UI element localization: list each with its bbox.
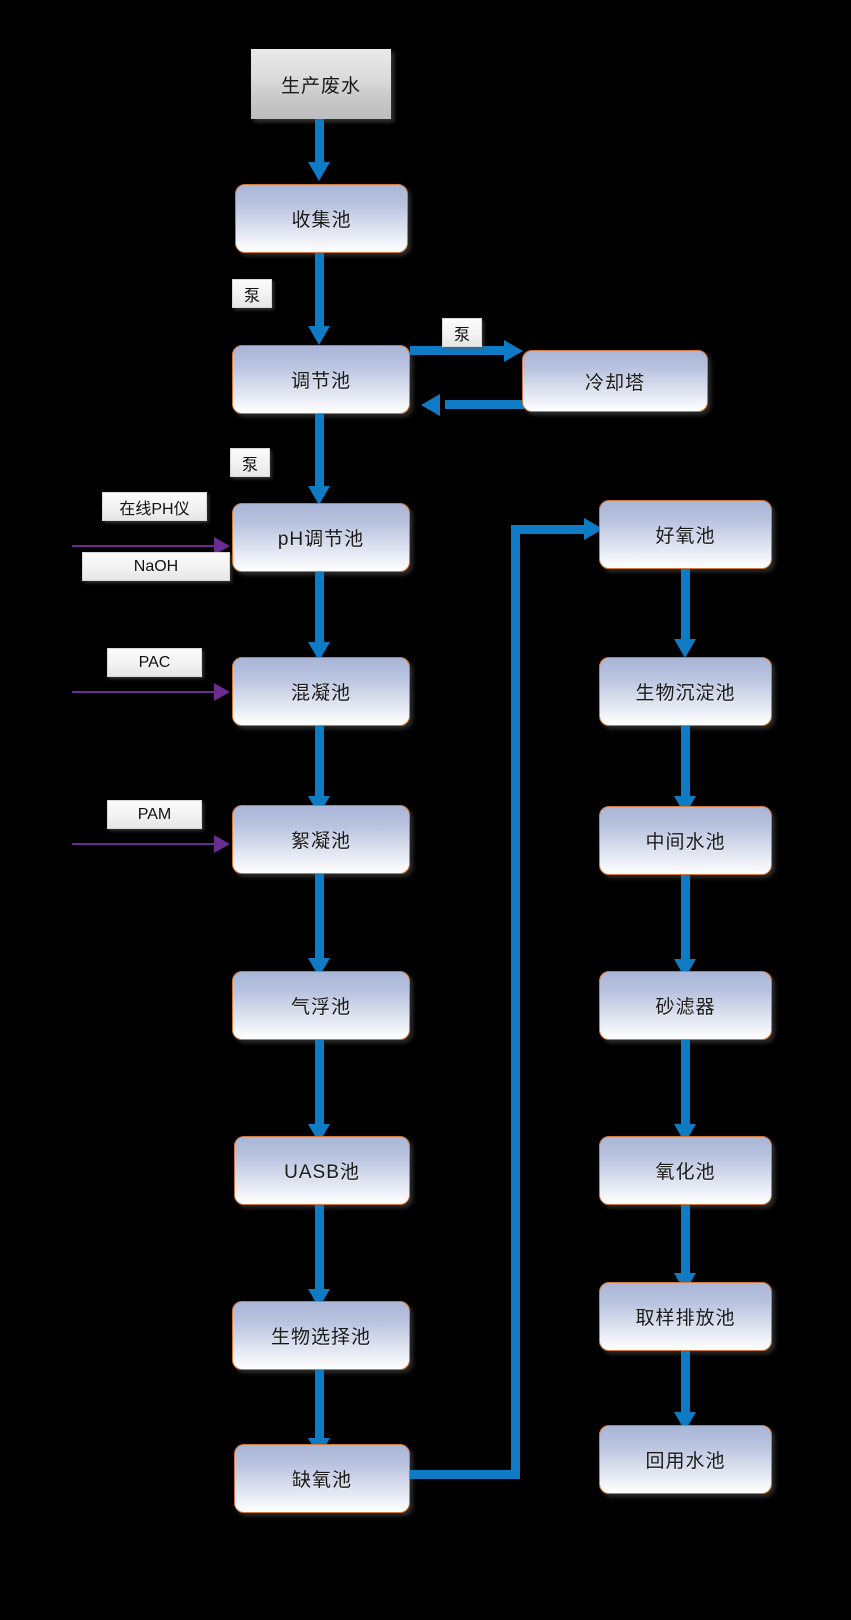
tag-naoh-dosing: NaOH bbox=[82, 552, 230, 581]
connector-anoxic-to-aerobic-horizontal bbox=[410, 1470, 520, 1479]
node-oxidation-tank[interactable]: 氧化池 bbox=[599, 1136, 772, 1205]
connector-bio-sedimentation-to-intermediate bbox=[681, 726, 690, 798]
arrowhead-equalization-to-ph bbox=[308, 486, 330, 505]
tag-pac-dosing: PAC bbox=[107, 648, 202, 677]
tag-online-ph-meter: 在线PH仪 bbox=[102, 492, 207, 521]
tag-pam-dosing: PAM bbox=[107, 800, 202, 829]
node-anoxic-tank[interactable]: 缺氧池 bbox=[234, 1444, 410, 1513]
node-source-wastewater[interactable]: 生产废水 bbox=[251, 49, 391, 119]
arrowhead-pac-dosing bbox=[214, 683, 230, 701]
arrowhead-aerobic-to-bio-sedimentation bbox=[674, 639, 696, 658]
connector-bio-selector-to-anoxic bbox=[315, 1370, 324, 1442]
node-flotation-tank[interactable]: 气浮池 bbox=[232, 971, 410, 1040]
connector-pac-dosing-line bbox=[72, 691, 220, 693]
node-sand-filter[interactable]: 砂滤器 bbox=[599, 971, 772, 1040]
node-equalization-tank[interactable]: 调节池 bbox=[232, 345, 410, 414]
node-aerobic-tank[interactable]: 好氧池 bbox=[599, 500, 772, 569]
arrowhead-ph-to-coagulation bbox=[308, 642, 330, 661]
arrowhead-pam-dosing bbox=[214, 835, 230, 853]
connector-coagulation-to-flocculation bbox=[315, 726, 324, 798]
node-sampling-discharge[interactable]: 取样排放池 bbox=[599, 1282, 772, 1351]
connector-anoxic-to-aerobic-entry bbox=[511, 525, 587, 534]
tag-pump-2: 泵 bbox=[442, 318, 482, 347]
node-coagulation-tank[interactable]: 混凝池 bbox=[232, 657, 410, 726]
node-reuse-water-tank[interactable]: 回用水池 bbox=[599, 1425, 772, 1494]
node-collection-tank[interactable]: 收集池 bbox=[235, 184, 408, 253]
connector-source-to-collection bbox=[315, 119, 324, 164]
node-bio-selector-tank[interactable]: 生物选择池 bbox=[232, 1301, 410, 1370]
node-ph-adjust-tank[interactable]: pH调节池 bbox=[232, 503, 410, 572]
node-bio-sedimentation[interactable]: 生物沉淀池 bbox=[599, 657, 772, 726]
connector-collection-to-equalization bbox=[315, 253, 324, 328]
connector-uasb-to-bio-selector bbox=[315, 1205, 324, 1293]
node-cooling-tower[interactable]: 冷却塔 bbox=[522, 350, 708, 412]
connector-flocculation-to-flotation bbox=[315, 874, 324, 962]
connector-aerobic-to-bio-sedimentation bbox=[681, 569, 690, 641]
arrowhead-source-to-collection bbox=[308, 162, 330, 181]
connector-equalization-to-cooling bbox=[410, 346, 506, 355]
connector-cooling-to-equalization bbox=[445, 400, 524, 409]
node-uasb-tank[interactable]: UASB池 bbox=[234, 1136, 410, 1205]
connector-flotation-to-uasb bbox=[315, 1040, 324, 1128]
connector-ph-to-coagulation bbox=[315, 572, 324, 644]
connector-ph-dosing-line bbox=[72, 545, 220, 547]
connector-oxidation-to-sampling bbox=[681, 1205, 690, 1277]
connector-sampling-to-reuse bbox=[681, 1351, 690, 1416]
arrowhead-collection-to-equalization bbox=[308, 326, 330, 345]
arrowhead-ph-dosing bbox=[214, 537, 230, 555]
node-intermediate-tank[interactable]: 中间水池 bbox=[599, 806, 772, 875]
connector-sand-filter-to-oxidation bbox=[681, 1040, 690, 1128]
connector-pam-dosing-line bbox=[72, 843, 220, 845]
arrowhead-anoxic-to-aerobic bbox=[584, 518, 603, 540]
connector-anoxic-to-aerobic-vertical bbox=[511, 525, 520, 1479]
connector-intermediate-to-sand-filter bbox=[681, 875, 690, 963]
tag-pump-3: 泵 bbox=[230, 448, 270, 477]
tag-pump-1: 泵 bbox=[232, 279, 272, 308]
arrowhead-cooling-to-equalization bbox=[421, 394, 440, 416]
connector-equalization-to-ph bbox=[315, 414, 324, 488]
arrowhead-equalization-to-cooling bbox=[504, 340, 523, 362]
node-flocculation-tank[interactable]: 絮凝池 bbox=[232, 805, 410, 874]
